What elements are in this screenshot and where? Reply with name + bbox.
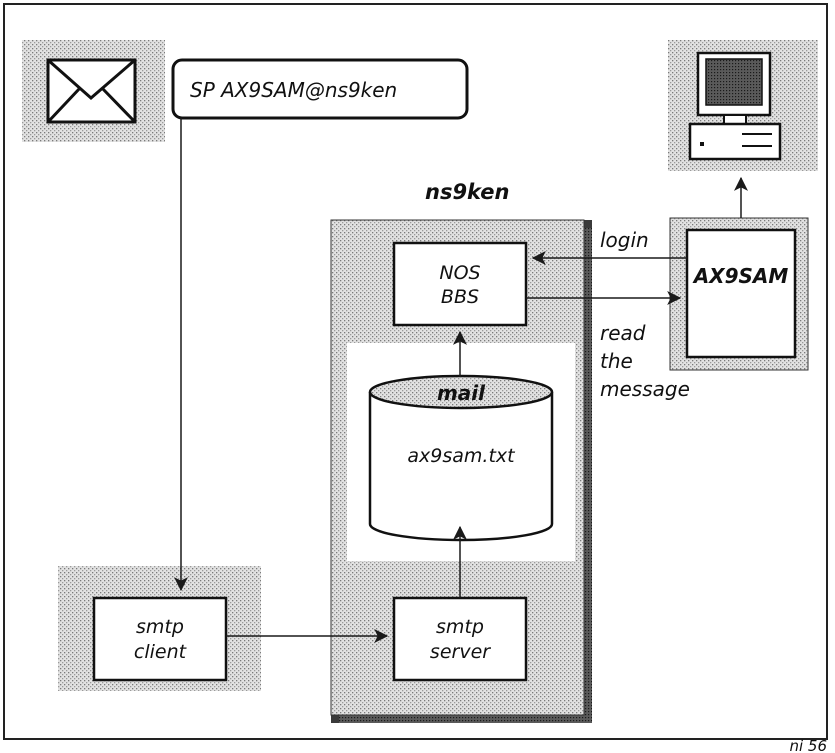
read-label-line2: the: [600, 349, 633, 373]
read-label-line3: message: [600, 377, 690, 401]
nos-bbs-box: [392, 241, 528, 327]
figure-code: ni 56: [789, 737, 827, 753]
read-label-line1: read: [600, 321, 646, 345]
command-box: [171, 58, 469, 120]
diagram-frame: [3, 3, 828, 740]
user-box: [685, 228, 797, 359]
mail-cylinder: [368, 374, 554, 542]
computer-icon: [668, 40, 818, 171]
smtp-client-line1: smtp: [136, 616, 184, 638]
user-panel: [669, 217, 809, 371]
user-label: AX9SAM: [692, 264, 789, 288]
smtp-client-panel: [58, 566, 261, 691]
bbs-label-line1: NOS: [439, 262, 480, 284]
login-label: login: [600, 228, 649, 252]
smtp-client-line2: client: [134, 641, 188, 663]
host-label: ns9ken: [425, 180, 509, 204]
mail-file-label: ax9sam.txt: [407, 445, 516, 467]
bbs-label-line2: BBS: [441, 286, 479, 308]
smtp-server-box: [392, 596, 528, 682]
smtp-server-line2: server: [430, 641, 491, 663]
envelope-icon: [22, 40, 165, 142]
smtp-server-line1: smtp: [436, 616, 484, 638]
mailbox-label: mail: [437, 381, 486, 405]
smtp-client-box: [92, 596, 228, 682]
command-text: SP AX9SAM@ns9ken: [190, 78, 397, 102]
